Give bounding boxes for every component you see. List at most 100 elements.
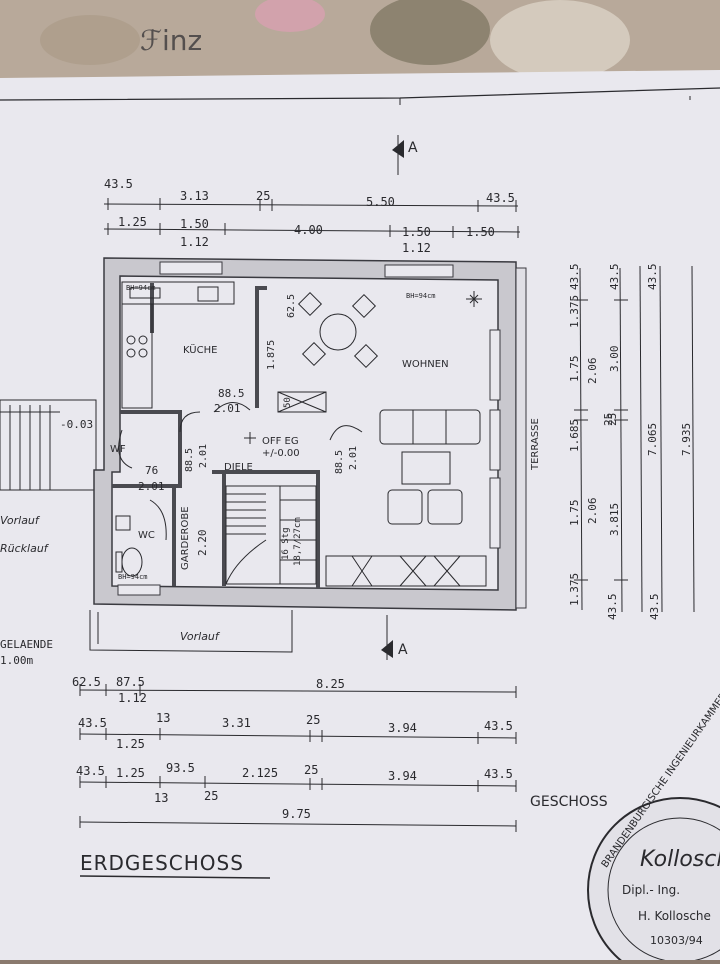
paper-sheet <box>0 70 720 960</box>
dim-int-9: 76 <box>145 464 158 477</box>
dim-int-10: 2.01 <box>138 480 165 493</box>
bottom-border <box>89 610 293 653</box>
terrace-label: TERRASSE <box>530 418 541 471</box>
stamp-line1: Dipl.- Ing. <box>622 883 680 897</box>
dim-bot1-3: 8.25 <box>316 677 345 691</box>
wallpaper-script: ℱinz <box>140 24 202 57</box>
dim-right3-4: 43.5 <box>648 594 661 621</box>
dim-top2b-1: 1.12 <box>402 241 431 255</box>
entrance-steps <box>0 399 97 491</box>
dim-int-0: 62.5 <box>286 294 297 318</box>
windows <box>117 261 501 596</box>
dim-right3-0: 43.5 <box>608 264 621 291</box>
handwritten-note-2: Rücklauf <box>0 542 50 555</box>
dim-right2-1: 2.06 <box>586 498 599 525</box>
stamp-signature: Kollosche <box>640 847 720 872</box>
dim-bot3-6: 43.5 <box>484 767 513 781</box>
terrace-edge <box>515 267 527 609</box>
dim-bot1-1: 87.5 <box>116 675 145 689</box>
garderobe-width: 2.20 <box>196 530 209 557</box>
dimension-text-top: 43.5 3.13 25 5.50 43.5 1.25 1.50 4.00 1.… <box>104 177 515 255</box>
outside-level: -0.03 <box>60 418 93 431</box>
dim-bot3-2: 93.5 <box>166 761 195 775</box>
dim-int-3: 2.01 <box>214 402 241 415</box>
section-label-bottom: A <box>398 642 408 658</box>
dim-right-top-435: 43.5 <box>646 264 659 291</box>
dim-right1-0: 43.5 <box>568 264 581 291</box>
dim-bot2-2: 3.31 <box>222 716 251 730</box>
dim-bot1-2: 1.12 <box>118 691 147 705</box>
outer-walls <box>93 257 517 611</box>
wc-fixtures <box>115 515 143 577</box>
room-diele: DIELE <box>224 462 253 473</box>
dim-int-6: 2.01 <box>198 444 209 468</box>
dim-int-8: 2.01 <box>348 446 359 470</box>
dim-top1-3: 5.50 <box>366 195 395 209</box>
stairs-size: 18,7/27cm <box>293 517 303 566</box>
room-living: WOHNEN <box>402 359 449 370</box>
dim-right3-2: 25 <box>606 413 619 426</box>
bh-note-living: BH=94cm <box>406 292 436 300</box>
dim-int-4: 50 <box>283 397 293 408</box>
stamp-line2: H. Kollosche <box>638 909 711 923</box>
handwritten-note-3: Vorlauf <box>180 630 221 643</box>
door-swings <box>118 402 363 541</box>
dim-top2b-0: 1.12 <box>180 235 209 249</box>
dim-bot2-5: 43.5 <box>484 719 513 733</box>
dim-int-7: 88.5 <box>334 450 345 474</box>
dim-right2-0: 2.06 <box>586 358 599 385</box>
dim-top2-2: 4.00 <box>294 223 323 237</box>
dim-top1-0: 43.5 <box>104 177 133 191</box>
gelaende-a: GELAENDE <box>0 638 53 651</box>
dim-top2-3: 1.50 <box>402 225 431 239</box>
dim-top2-1: 1.50 <box>180 217 209 231</box>
room-kitchen: KÜCHE <box>183 343 217 356</box>
dimension-chain-top <box>103 198 521 238</box>
dim-bot1-0: 62.5 <box>72 675 101 689</box>
bh-note-wc: BH=94cm <box>118 573 148 581</box>
passage-box <box>277 391 327 413</box>
dim-top2-0: 1.25 <box>118 215 147 229</box>
dim-bot3-7: 13 <box>154 791 168 805</box>
dim-right1-1: 1.375 <box>568 295 581 328</box>
stamp-number: 10303/94 <box>650 934 703 947</box>
dim-bot3-8: 25 <box>204 789 218 803</box>
level-label: +/-0.00 <box>262 448 300 459</box>
dimension-text-bottom: 62.5 87.5 1.12 8.25 43.5 13 3.31 25 3.94… <box>72 675 513 821</box>
dim-top1-4: 43.5 <box>486 191 515 205</box>
dim-right3-1: 3.00 <box>608 346 621 373</box>
dim-int-5: 88.5 <box>184 448 195 472</box>
off-eg-label: OFF EG <box>262 436 299 447</box>
dim-bot3-0: 43.5 <box>76 764 105 778</box>
dimension-chain-bottom <box>79 684 517 832</box>
dim-top1-2: 25 <box>256 189 270 203</box>
interior-dimensions: 62.5 1.875 88.5 2.01 50 88.5 2.01 88.5 2… <box>138 294 359 493</box>
gelaende-b: 1.00m <box>0 654 33 667</box>
bh-note-kitchen: BH=94cm <box>126 284 156 292</box>
dim-right1-6: 1.375 <box>568 573 581 606</box>
dimension-chain-right <box>574 265 695 613</box>
dim-right5-0: 7.935 <box>680 423 693 456</box>
room-wc: WC <box>138 530 155 541</box>
plan-title: ERDGESCHOSS <box>80 851 244 875</box>
dim-right1-4: 25 <box>602 413 615 426</box>
dim-int-2: 88.5 <box>218 387 245 400</box>
room-wf: WF <box>110 444 126 455</box>
dim-bot2-1: 13 <box>156 711 170 725</box>
sofa <box>379 409 481 525</box>
section-mark-top: A <box>392 135 418 175</box>
dining-table <box>297 291 379 369</box>
room-garderobe: GARDEROBE <box>180 506 191 570</box>
dim-bot3-3: 2.125 <box>242 766 278 780</box>
fireplace <box>325 555 487 587</box>
kitchen-counters <box>121 281 235 409</box>
dim-top2-4: 1.50 <box>466 225 495 239</box>
dim-int-1: 1.875 <box>266 340 277 370</box>
dim-bot2-4: 3.94 <box>388 721 417 735</box>
dim-bot3-5: 3.94 <box>388 769 417 783</box>
section-mark-bottom: A <box>381 615 408 660</box>
dim-right1-5: 1.75 <box>568 500 581 527</box>
dim-bot2-0: 43.5 <box>78 716 107 730</box>
section-label-top: A <box>408 140 418 156</box>
